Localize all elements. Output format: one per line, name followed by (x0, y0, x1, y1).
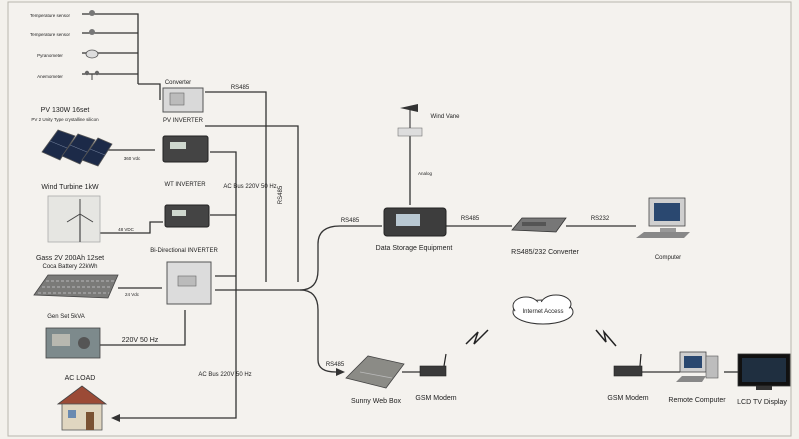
rs485-swb-label: RS485 (326, 362, 345, 368)
gsm-modem-1-label: GSM Modem (415, 395, 456, 402)
wt-inverter-box (164, 204, 210, 228)
lightning-icon (595, 329, 617, 347)
swb-arrow (336, 368, 345, 376)
sensor-group: Temperature sensor Temperature sensor Py… (30, 10, 100, 80)
gsm-modem-2-label: GSM Modem (607, 395, 648, 402)
data-storage-label-line: Data Storage Equipment (376, 245, 453, 252)
gen-hz-label: 220V 50 Hz (122, 337, 159, 344)
wt-vdc-label: 48 VDC (118, 227, 135, 232)
analog-label: Analog (418, 171, 433, 176)
pv-vdc-label: 360 Vdc (124, 156, 141, 161)
pv-inverter-label: PV INVERTER (163, 118, 204, 124)
rs485-232-converter-icon (511, 217, 567, 233)
sensor-bus-wire (82, 13, 139, 84)
gsm-modem-icon (613, 353, 643, 377)
rs485-vertical-label: RS485 (278, 185, 284, 204)
sunny-web-box-icon (345, 355, 405, 389)
rs485-232-converter-label: RS485/232 Converter (511, 249, 579, 256)
rs485-top-label: RS485 (231, 85, 250, 91)
ac-bus-1-label: AC Bus 220V 50 Hz (223, 184, 276, 190)
gen-ac-wire (100, 310, 186, 346)
ac-bus-2-label: AC Bus 220V 50 Hz (198, 372, 251, 378)
gen-set-label: Gen Set 5kVA (47, 314, 85, 320)
computer-label: Computer (655, 255, 681, 261)
wt-dc-wire (96, 221, 163, 234)
temperature-sensor-icon (89, 10, 95, 16)
wind-vane-label: Wind Vane (431, 114, 461, 120)
tv-icon (737, 353, 791, 390)
wind-turbine-icon (47, 195, 101, 243)
rs485-top-wire (205, 91, 267, 282)
battery-label: Gass 2V 200Ah 12set (36, 255, 104, 262)
temperature-sensor-icon (89, 29, 95, 35)
wind-vane-icon (397, 104, 423, 137)
data-storage-screen (396, 214, 420, 226)
sensor-to-converter-wire (138, 83, 161, 100)
pv-inverter-screen (170, 142, 186, 149)
wt-inverter-label: WT INVERTER (164, 182, 206, 188)
computer-icon (636, 197, 690, 238)
bi-inverter-label: Bi-Directional INVERTER (150, 248, 218, 254)
rs232-label: RS232 (591, 216, 610, 222)
generator-icon (45, 327, 101, 359)
wind-turbine-label: Wind Turbine 1kW (41, 184, 99, 191)
battery-sublabel: Coca Battery 22kWh (42, 264, 97, 270)
anemometer-icon (84, 70, 100, 80)
sunny-web-box-label: Sunny Web Box (351, 398, 402, 405)
ac-bus-wire (120, 151, 237, 419)
sensor-label: Pyranometer (37, 53, 63, 58)
ac-load-arrow (111, 414, 120, 422)
bus-to-swb-wire (299, 289, 337, 373)
gsm-modem-icon (419, 353, 447, 377)
sensor-label: Temperature sensor (30, 32, 71, 37)
lightning-icon (465, 329, 489, 345)
pyranometer-icon (85, 49, 99, 59)
batt-vdc-label: 24 Vdc (125, 292, 140, 297)
pv-array-label: PV 130W 16set (41, 107, 90, 114)
rs485-dsu-label: RS485 (341, 218, 360, 224)
converter-label: Converter (165, 80, 191, 86)
cloud-icon (512, 294, 574, 325)
wires (82, 13, 738, 419)
sensor-label: Anemometer (37, 74, 63, 79)
battery-bank-icon (33, 274, 119, 299)
sensor-label: Temperature sensor (30, 13, 71, 18)
converter-panel (169, 92, 185, 106)
wt-inverter-screen (172, 210, 186, 216)
main-bus-wire (215, 225, 382, 291)
rs485-conv-label: RS485 (461, 216, 480, 222)
lcd-tv-label: LCD TV Display (737, 399, 787, 406)
pv-array-sublabel: PV 2 Unity Type crystalline silicon (31, 117, 99, 122)
pv-panel-icon (41, 129, 113, 167)
remote-computer-label: Remote Computer (668, 397, 726, 404)
house-icon (56, 385, 108, 431)
rs485-vertical-wire (205, 125, 299, 282)
bi-inverter-panel (177, 275, 197, 287)
remote-computer-icon (676, 351, 719, 382)
internet-access-label: Internet Access (522, 309, 563, 315)
ac-load-label: AC LOAD (65, 375, 96, 382)
